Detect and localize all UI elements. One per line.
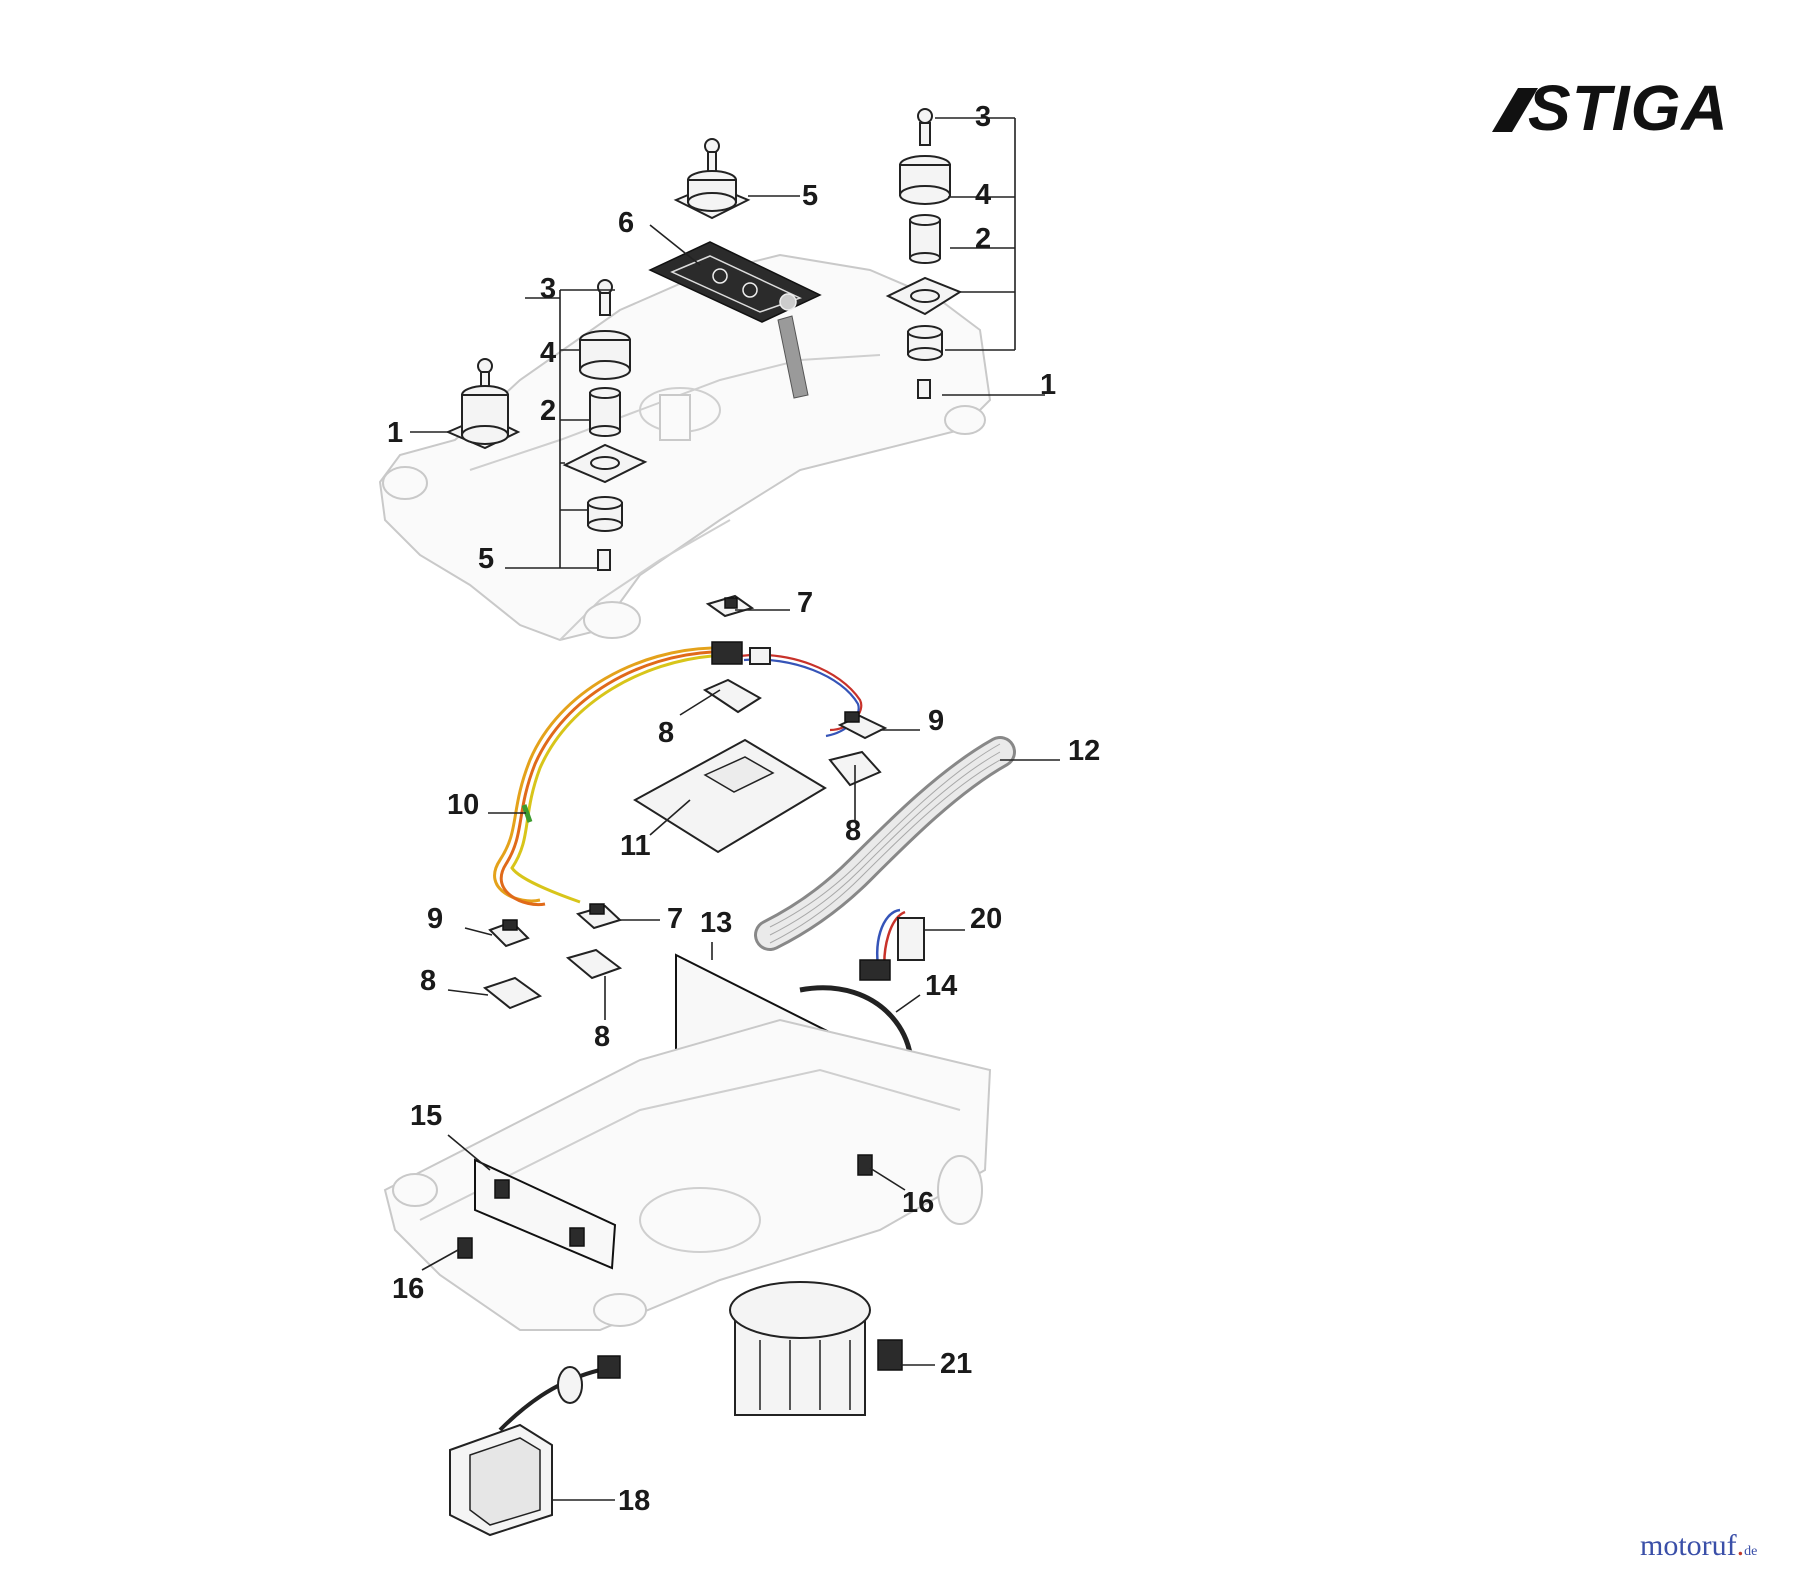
callout-2-right: 2 — [975, 223, 991, 255]
callout-5-top: 5 — [802, 180, 818, 212]
callout-18: 18 — [618, 1485, 650, 1517]
ribbon-cable — [754, 736, 1016, 951]
callout-21: 21 — [940, 1348, 972, 1380]
logo-text: STIGA — [1528, 72, 1729, 144]
callout-4-right: 4 — [975, 179, 991, 211]
callout-16-right: 16 — [902, 1187, 934, 1219]
callout-1-left: 1 — [387, 417, 403, 449]
stiga-logo: STIGA — [1492, 72, 1729, 144]
callout-6: 6 — [618, 207, 634, 239]
power-block — [449, 1355, 621, 1537]
callout-3-right: 3 — [975, 101, 991, 133]
keypad-membrane — [648, 241, 822, 399]
callout-5-left: 5 — [478, 543, 494, 575]
connector-20 — [859, 908, 925, 981]
svg-text:motoruf.de: motoruf.de — [1640, 1529, 1757, 1562]
callout-7-top: 7 — [797, 587, 813, 619]
callout-1-right: 1 — [1040, 369, 1056, 401]
mounting-plate — [633, 738, 827, 854]
battery — [729, 1281, 903, 1416]
watermark-main: motoruf — [1640, 1529, 1737, 1562]
callout-8-d: 8 — [594, 1021, 610, 1053]
watermark-suffix: de — [1744, 1544, 1757, 1559]
callout-14: 14 — [925, 970, 957, 1002]
callout-8-a: 8 — [658, 717, 674, 749]
callout-9-right: 9 — [928, 705, 944, 737]
callout-13: 13 — [700, 907, 732, 939]
callout-9-left: 9 — [427, 903, 443, 935]
top-joystick — [673, 138, 751, 220]
callout-15: 15 — [410, 1100, 442, 1132]
callout-8-b: 8 — [845, 815, 861, 847]
watermark: motoruf.de — [1640, 1529, 1757, 1562]
callout-10: 10 — [447, 789, 479, 821]
callout-8-c: 8 — [420, 965, 436, 997]
screws — [457, 1154, 873, 1259]
callout-4-left: 4 — [540, 337, 556, 369]
callout-11: 11 — [620, 830, 651, 862]
callout-3-left: 3 — [540, 273, 556, 305]
left-stack — [562, 279, 648, 571]
callout-2-left: 2 — [540, 395, 556, 427]
callout-16-left: 16 — [392, 1273, 424, 1305]
leader-lines — [410, 117, 1060, 1501]
chassis-ghost — [383, 1018, 992, 1331]
callout-12: 12 — [1068, 735, 1100, 767]
callout-labels: 3 4 2 1 5 6 3 4 2 1 5 7 8 9 12 10 11 8 9… — [387, 101, 1100, 1517]
sensor-parts — [482, 594, 888, 1010]
left-joystick — [445, 358, 521, 450]
callout-7-bottom: 7 — [667, 903, 683, 935]
sub-pcb — [474, 1158, 617, 1270]
callout-20: 20 — [970, 903, 1002, 935]
right-stack — [885, 108, 963, 399]
top-cover-ghost — [378, 253, 992, 642]
watermark-dot: . — [1737, 1529, 1745, 1562]
wiring-harness — [493, 641, 863, 907]
